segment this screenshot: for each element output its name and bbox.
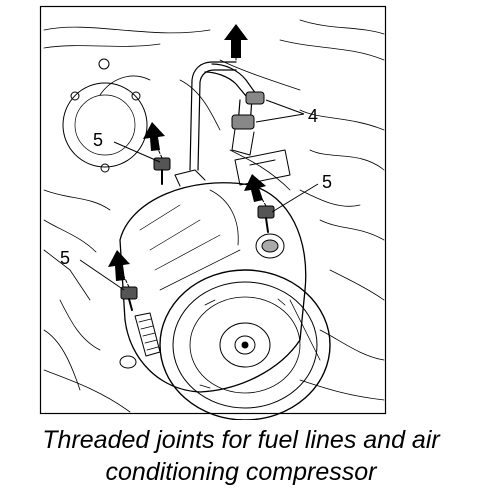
callout-label: 5 [60,248,70,268]
fuel-line-joint [231,91,265,156]
leader-line [113,141,161,163]
figure-caption: Threaded joints for fuel lines and air c… [0,424,482,488]
caption-line: Threaded joints for fuel lines and air [42,426,440,454]
leader-line [271,183,319,213]
direction-arrow-bolt-upper-left [143,122,165,151]
leader-line [79,259,125,291]
direction-arrow-bolt-lower-left [108,250,130,281]
bolt-lower-left [119,286,161,369]
figure-frame [39,5,387,415]
engine-cover-plate [62,58,148,173]
compressor-body [119,149,307,393]
engine-bay-background [43,19,385,413]
direction-arrow-bolt-right [244,174,266,202]
callout-label: 5 [322,172,332,192]
callout-label: 5 [93,130,103,150]
direction-arrow-up [224,24,248,58]
clutch-pulley [159,269,331,420]
leader-line [255,99,305,123]
callout-label: 4 [308,106,318,126]
caption-line: conditioning compressor [105,458,377,486]
compressor-diagram: 5 4 5 5 [39,5,387,420]
